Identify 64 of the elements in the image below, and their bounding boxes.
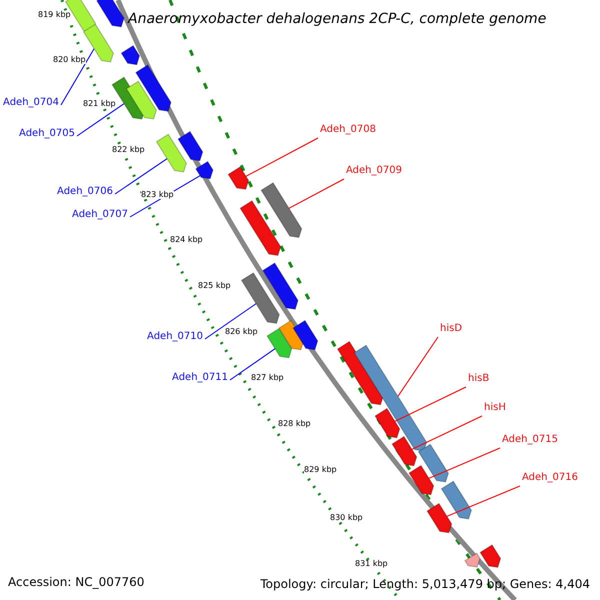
accession-text: Accession: NC_007760 — [8, 576, 144, 588]
gene-block — [260, 182, 302, 238]
gene-label: Adeh_0716 — [522, 473, 578, 483]
scale-label: 827 kbp — [251, 374, 284, 382]
leader-line — [204, 303, 257, 340]
gene-label: Adeh_0708 — [320, 125, 376, 135]
scale-label: 823 kbp — [141, 191, 174, 199]
gene-block — [96, 0, 125, 28]
leader-line — [394, 386, 466, 422]
gene-block — [195, 160, 214, 180]
leader-line — [230, 348, 276, 380]
gene-block — [408, 464, 434, 496]
gene-label: Adeh_0706 — [57, 187, 113, 197]
gene-block — [135, 64, 172, 112]
gene-label: hisB — [468, 374, 490, 384]
leader-line — [288, 178, 344, 209]
gene-block — [240, 200, 282, 256]
scale-label: 831 kbp — [355, 560, 388, 568]
gene-block — [228, 166, 250, 190]
gene-label: Adeh_0710 — [147, 332, 203, 342]
scale-label: 826 kbp — [225, 328, 258, 336]
gene-block — [418, 444, 449, 483]
leader-line — [76, 103, 125, 136]
gene-label: Adeh_0705 — [19, 129, 75, 139]
gene-block — [126, 80, 157, 120]
gene-block — [156, 134, 187, 173]
gene-label: Adeh_0709 — [346, 166, 402, 176]
gene-block — [480, 544, 502, 568]
gene-block — [120, 44, 140, 66]
scale-label: 828 kbp — [278, 420, 311, 428]
gene-label: Adeh_0707 — [72, 210, 128, 220]
gene-block — [292, 320, 318, 350]
gene-block — [464, 552, 480, 568]
gene-label: Adeh_0711 — [172, 373, 228, 383]
leader-line — [397, 336, 438, 397]
gene-block — [177, 130, 204, 162]
genome-info-text: Topology: circular; Length: 5,013,479 bp; Genes: 4,404 — [260, 578, 590, 590]
leader-line — [114, 158, 168, 194]
gene-block — [354, 344, 428, 452]
gene-label: hisH — [484, 403, 506, 413]
scale-label: 830 kbp — [330, 514, 363, 522]
gene-block — [240, 272, 280, 324]
leader-line — [411, 416, 482, 450]
gene-block — [391, 436, 418, 466]
scale-label: 820 kbp — [53, 56, 86, 64]
leader-line — [446, 486, 520, 517]
leader-line — [60, 48, 95, 106]
scale-label: 824 kbp — [170, 236, 203, 244]
gene-block — [374, 408, 400, 438]
leader-line — [428, 448, 500, 479]
leader-line — [245, 138, 318, 177]
gene-label: Adeh_0704 — [3, 98, 59, 108]
gene-block — [440, 480, 472, 520]
scale-label: 825 kbp — [198, 282, 231, 290]
title: Anaeromyxobacter dehalogenans 2CP-C, complete genome — [126, 10, 548, 28]
gene-block — [426, 502, 452, 534]
scale-label: 821 kbp — [83, 100, 116, 108]
gene-label: Adeh_0715 — [502, 435, 558, 445]
gene-block — [266, 328, 292, 358]
scale-label: 819 kbp — [38, 11, 71, 19]
gene-block — [262, 262, 299, 310]
scale-label: 829 kbp — [304, 466, 337, 474]
gene-label: hisD — [440, 324, 462, 334]
scale-label: 822 kbp — [112, 146, 145, 154]
